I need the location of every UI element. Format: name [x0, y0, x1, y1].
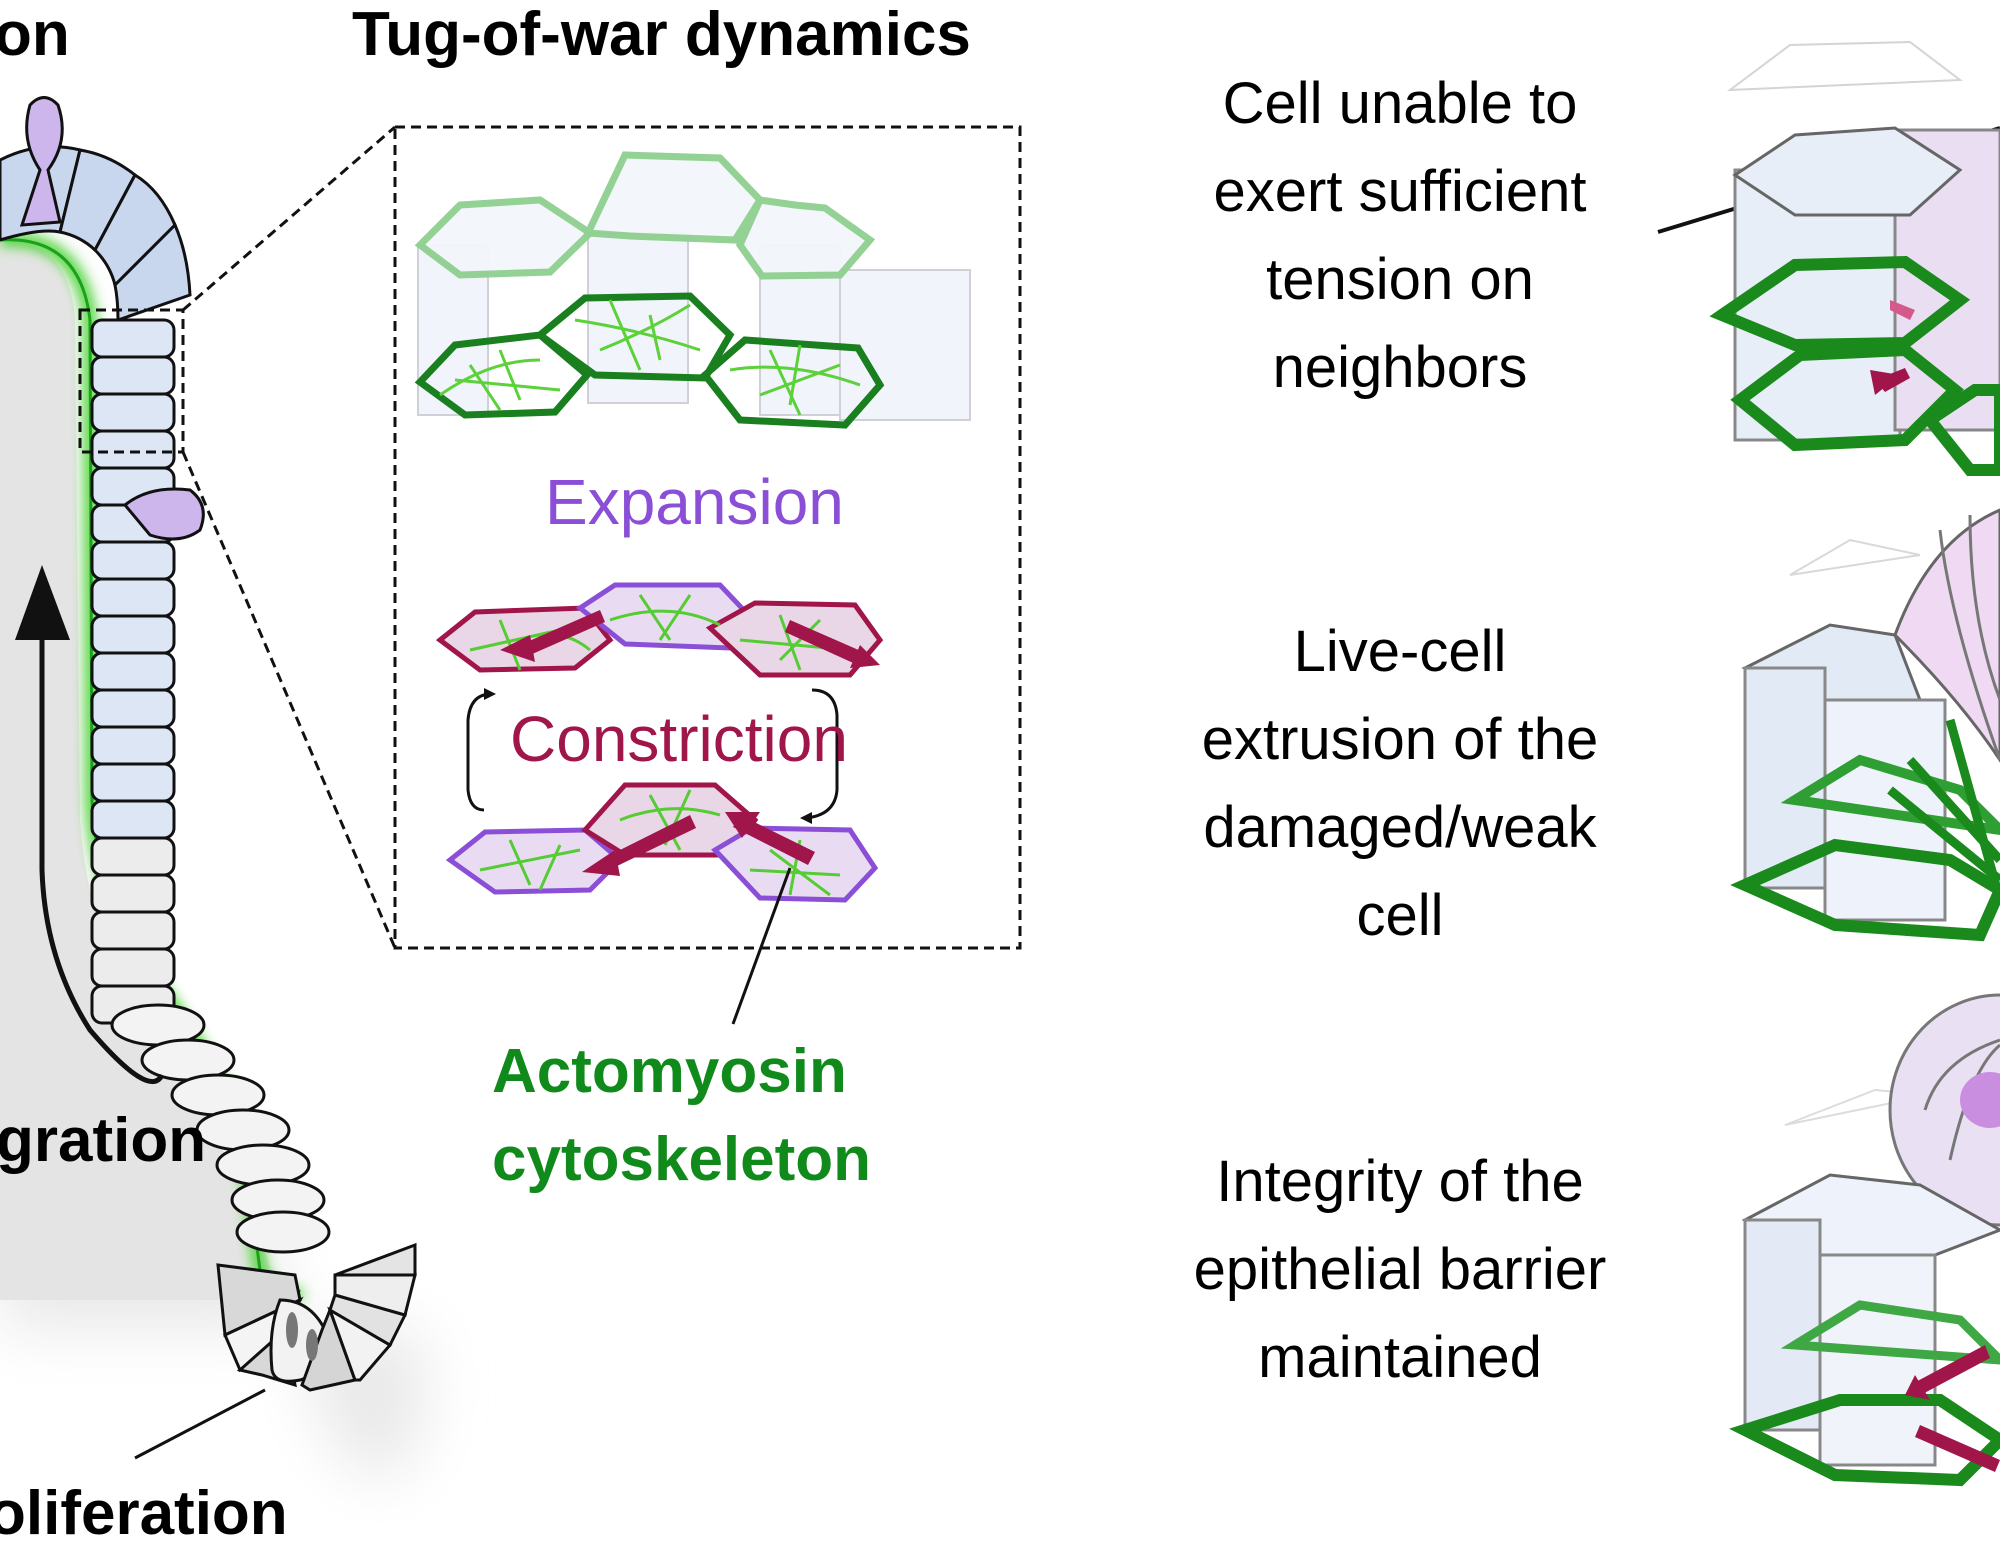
description-line: Live-cell: [1293, 619, 1507, 684]
epithelial-cell: [90, 836, 176, 877]
expansion-label: Expansion: [545, 466, 844, 538]
constriction-label: Constriction: [510, 703, 848, 775]
goblet-cell-side: [122, 487, 205, 541]
left-panel-title: on: [0, 0, 70, 69]
actomyosin-pointer-line: [731, 867, 792, 1025]
migration-arrow-icon: [15, 565, 165, 1085]
actomyosin-label: Actomyosin cytoskeleton: [492, 1028, 871, 1204]
tug-of-war-inset-box: [393, 125, 1022, 950]
epithelial-cell: [90, 651, 176, 692]
description-line: maintained: [1258, 1325, 1542, 1390]
epithelial-cell: [90, 873, 176, 914]
tug-of-war-hexagons: [435, 582, 884, 903]
actomyosin-label-line1: Actomyosin: [492, 1037, 847, 1106]
prism-cluster-weak-cell: [1709, 40, 2000, 476]
epithelial-cell: [90, 392, 176, 433]
description-line: exert sufficient: [1213, 159, 1587, 224]
description-line: Integrity of the: [1216, 1149, 1584, 1214]
prism-cluster-extrusion: [1730, 508, 2000, 942]
proliferation-label: oliferation: [0, 1479, 288, 1548]
zoom-connector-bottom: [181, 451, 397, 949]
description-weak-cell: Cell unable to exert sufficient tension …: [1095, 60, 1705, 412]
villus-column-cells: [90, 318, 176, 1025]
epithelial-cell: [90, 910, 176, 951]
epithelial-cell: [90, 429, 176, 470]
epithelial-cell: [90, 947, 176, 988]
epithelial-cell: [215, 1143, 311, 1187]
stroma-shading: [0, 230, 425, 1480]
epithelial-cell: [90, 762, 176, 803]
epithelial-cell: [90, 540, 176, 581]
migration-label: gration: [0, 1106, 207, 1175]
description-extrusion: Live-cell extrusion of the damaged/weak …: [1095, 608, 1705, 960]
description-line: neighbors: [1272, 335, 1528, 400]
actin-filaments-resting: [439, 299, 861, 416]
epithelial-cell: [90, 688, 176, 729]
description-line: tension on: [1266, 247, 1534, 312]
zoom-region-box: [78, 308, 185, 454]
tug-of-war-title: Tug-of-war dynamics: [352, 0, 971, 69]
transit-amplifying-cells: [110, 1003, 331, 1254]
epithelial-cell: [90, 799, 176, 840]
description-line: epithelial barrier: [1193, 1237, 1607, 1302]
description-line: extrusion of the: [1201, 707, 1599, 772]
epithelial-cell: [195, 1108, 291, 1152]
epithelial-cell: [90, 318, 176, 359]
epithelial-cell: [90, 355, 176, 396]
epithelial-cell: [235, 1210, 331, 1254]
cycle-arrows-icon: [466, 688, 839, 820]
description-line: damaged/weak: [1203, 795, 1597, 860]
description-line: Cell unable to: [1222, 71, 1578, 136]
epithelial-cell: [90, 614, 176, 655]
actomyosin-label-line2: cytoskeleton: [492, 1125, 872, 1194]
goblet-cell-top: [19, 96, 64, 227]
epithelial-cell: [90, 725, 176, 766]
epithelial-cell: [90, 577, 176, 618]
prism-cluster-barrier: [1729, 993, 2000, 1487]
crypt-base-cells: [216, 1242, 417, 1392]
force-arrows-icon: [500, 610, 880, 876]
proliferation-pointer-line: [134, 1388, 266, 1460]
description-line: cell: [1356, 883, 1444, 948]
hexagonal-prisms-resting: [414, 151, 971, 429]
description-barrier: Integrity of the epithelial barrier main…: [1095, 1138, 1705, 1402]
zoom-connector-top: [182, 125, 396, 312]
